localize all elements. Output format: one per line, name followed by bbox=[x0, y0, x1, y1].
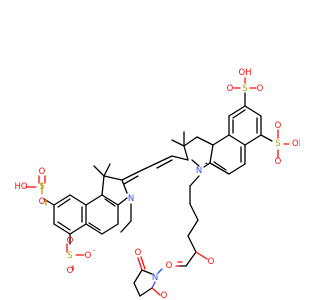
nitrogen-atom: N bbox=[128, 194, 134, 204]
sulfur-atom: S bbox=[39, 182, 44, 192]
structure-canvas: S O O HO O S O O - N bbox=[14, 68, 300, 300]
nitrogen-atom: N bbox=[152, 273, 158, 283]
nitrogen-atom: N bbox=[196, 166, 202, 176]
hydroxyl-label: OH bbox=[292, 139, 300, 149]
oxygen-atom: O bbox=[67, 266, 74, 276]
hydroxyl-label: HO bbox=[14, 182, 27, 192]
oxygen-atom: O bbox=[257, 84, 264, 94]
oxygen-atom: O bbox=[227, 84, 234, 94]
right-benzindolium bbox=[171, 105, 262, 175]
left-benzindole bbox=[53, 163, 132, 235]
oxygen-atom: O bbox=[275, 157, 282, 167]
ester-oxygen: O bbox=[166, 261, 173, 271]
methine-bridge bbox=[121, 155, 189, 185]
molecule-diagram: S O O HO O S O O - N bbox=[14, 68, 300, 300]
oxygen-atom: O bbox=[39, 197, 46, 207]
carbonyl-oxygen: O bbox=[208, 257, 215, 267]
right-sulfonic-acid-top: S O O OH bbox=[227, 68, 264, 107]
oxygen-atom: O bbox=[39, 167, 46, 177]
oxygen-atom: O bbox=[161, 291, 168, 300]
negative-charge: - bbox=[93, 247, 95, 254]
sulfur-atom: S bbox=[67, 251, 72, 261]
hydroxyl-label: OH bbox=[238, 68, 251, 78]
oxygen-atom: O bbox=[135, 248, 142, 258]
succinimide-ring bbox=[133, 256, 163, 297]
sulfur-atom: S bbox=[275, 139, 280, 149]
hexanoate-linker bbox=[175, 175, 208, 267]
oxygen-atom: O bbox=[67, 236, 74, 246]
oxygen-atom: O bbox=[85, 251, 92, 261]
left-sulfonic-acid: S O O HO bbox=[14, 167, 55, 207]
oxygen-atom: O bbox=[275, 121, 282, 131]
positive-charge: + bbox=[204, 161, 209, 168]
left-sulfonate: O S O O - bbox=[66, 233, 95, 276]
right-sulfonic-acid-middle: S O O OH bbox=[260, 121, 300, 167]
sulfur-atom: S bbox=[242, 84, 247, 94]
